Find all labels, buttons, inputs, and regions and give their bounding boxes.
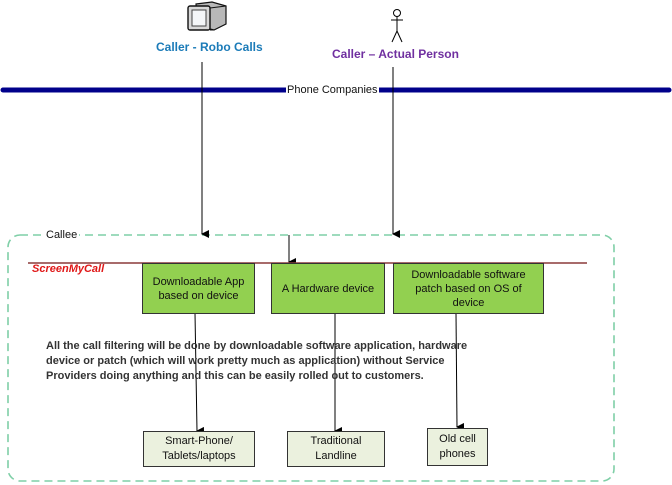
stick-figure-icon — [391, 9, 403, 43]
device-label: Traditional Landline — [310, 435, 362, 462]
solution-software-patch: Downloadable software patch based on OS … — [393, 263, 544, 314]
caller-robo-label: Caller - Robo Calls — [156, 40, 263, 54]
callee-label: Callee — [44, 229, 80, 242]
device-old-cell: Old cell phones — [427, 428, 488, 466]
patch-to-oldcell-arrow — [455, 312, 465, 431]
device-label: Smart-Phone/ Tablets/laptops — [162, 435, 236, 462]
device-landline: Traditional Landline — [287, 431, 385, 467]
solution-label: Downloadable software patch based on OS … — [411, 268, 526, 309]
device-smartphone: Smart-Phone/ Tablets/laptops — [143, 431, 255, 467]
solution-hardware-device: A Hardware device — [271, 263, 385, 314]
phone-companies-label: Phone Companies — [286, 83, 379, 97]
solution-label: Downloadable App based on device — [152, 275, 245, 302]
caller-person-label: Caller – Actual Person — [332, 47, 459, 61]
computer-monitor-icon — [187, 1, 227, 31]
device-label: Old cell phones — [439, 433, 476, 460]
solution-label: A Hardware device — [281, 282, 375, 295]
app-to-smartphone-arrow — [194, 312, 205, 435]
callee-container — [7, 234, 615, 482]
screenmycall-label: ScreenMyCall — [32, 263, 105, 275]
solution-downloadable-app: Downloadable App based on device — [142, 263, 255, 314]
filtering-note: All the call filtering will be done by d… — [46, 340, 468, 382]
